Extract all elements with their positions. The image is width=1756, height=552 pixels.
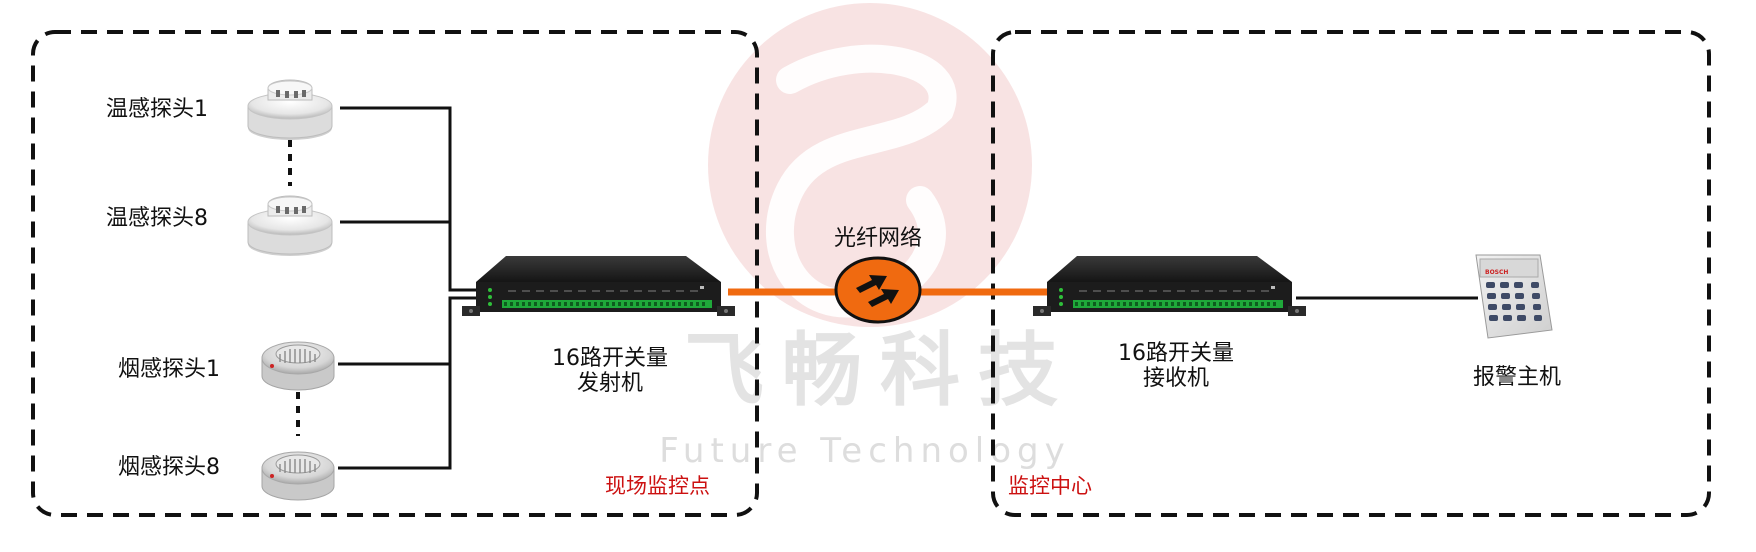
center-zone-label: 监控中心	[1008, 474, 1092, 498]
sensor-smoke-1: 烟感探头1	[118, 341, 335, 391]
receiver-label-line1: 16路开关量	[1118, 341, 1234, 366]
receiver-label-line2: 接收机	[1143, 366, 1209, 391]
alarm-host: BOSCH 报警主机	[1473, 254, 1561, 390]
fiber-converter-icon	[834, 256, 922, 324]
keypad-icon: BOSCH	[1475, 254, 1553, 339]
sensor-wiring	[338, 106, 486, 470]
receiver-device: 16路开关量 接收机	[1032, 255, 1307, 391]
sensor-label: 烟感探头1	[118, 357, 220, 382]
watermark: 飞畅科技 Future Technology	[659, 3, 1076, 471]
network-label: 光纤网络	[834, 226, 922, 251]
sensor-label: 温感探头1	[106, 97, 208, 122]
site-zone-label: 现场监控点	[605, 474, 710, 498]
sensor-heat-1: 温感探头1	[106, 79, 333, 141]
watermark-company: 飞畅科技	[684, 324, 1076, 417]
keypad-brand: BOSCH	[1485, 269, 1508, 276]
sensor-range-dots	[288, 140, 300, 436]
transmitter-label-line1: 16路开关量	[552, 346, 668, 371]
heat-detector-icon	[247, 195, 333, 257]
center-zone-boundary	[991, 30, 1711, 517]
arrow-up-right-icon	[856, 275, 887, 293]
transmitter-device: 16路开关量 发射机	[461, 255, 736, 396]
sensor-label: 烟感探头8	[118, 455, 220, 480]
smoke-detector-icon	[261, 341, 335, 391]
heat-detector-icon	[247, 79, 333, 141]
alarm-host-label: 报警主机	[1473, 365, 1561, 390]
sensor-heat-8: 温感探头8	[106, 195, 333, 257]
site-zone-boundary	[31, 30, 759, 517]
smoke-detector-icon	[261, 451, 335, 501]
watermark-tagline: Future Technology	[659, 431, 1071, 471]
transmitter-label-line2: 发射机	[577, 371, 643, 396]
arrow-down-right-icon	[868, 289, 899, 307]
fiber-network-node: 光纤网络	[834, 226, 922, 324]
switch-receiver-icon	[1032, 255, 1307, 317]
sensor-label: 温感探头8	[106, 206, 208, 231]
sensor-smoke-8: 烟感探头8	[118, 451, 335, 501]
switch-transmitter-icon	[461, 255, 736, 317]
